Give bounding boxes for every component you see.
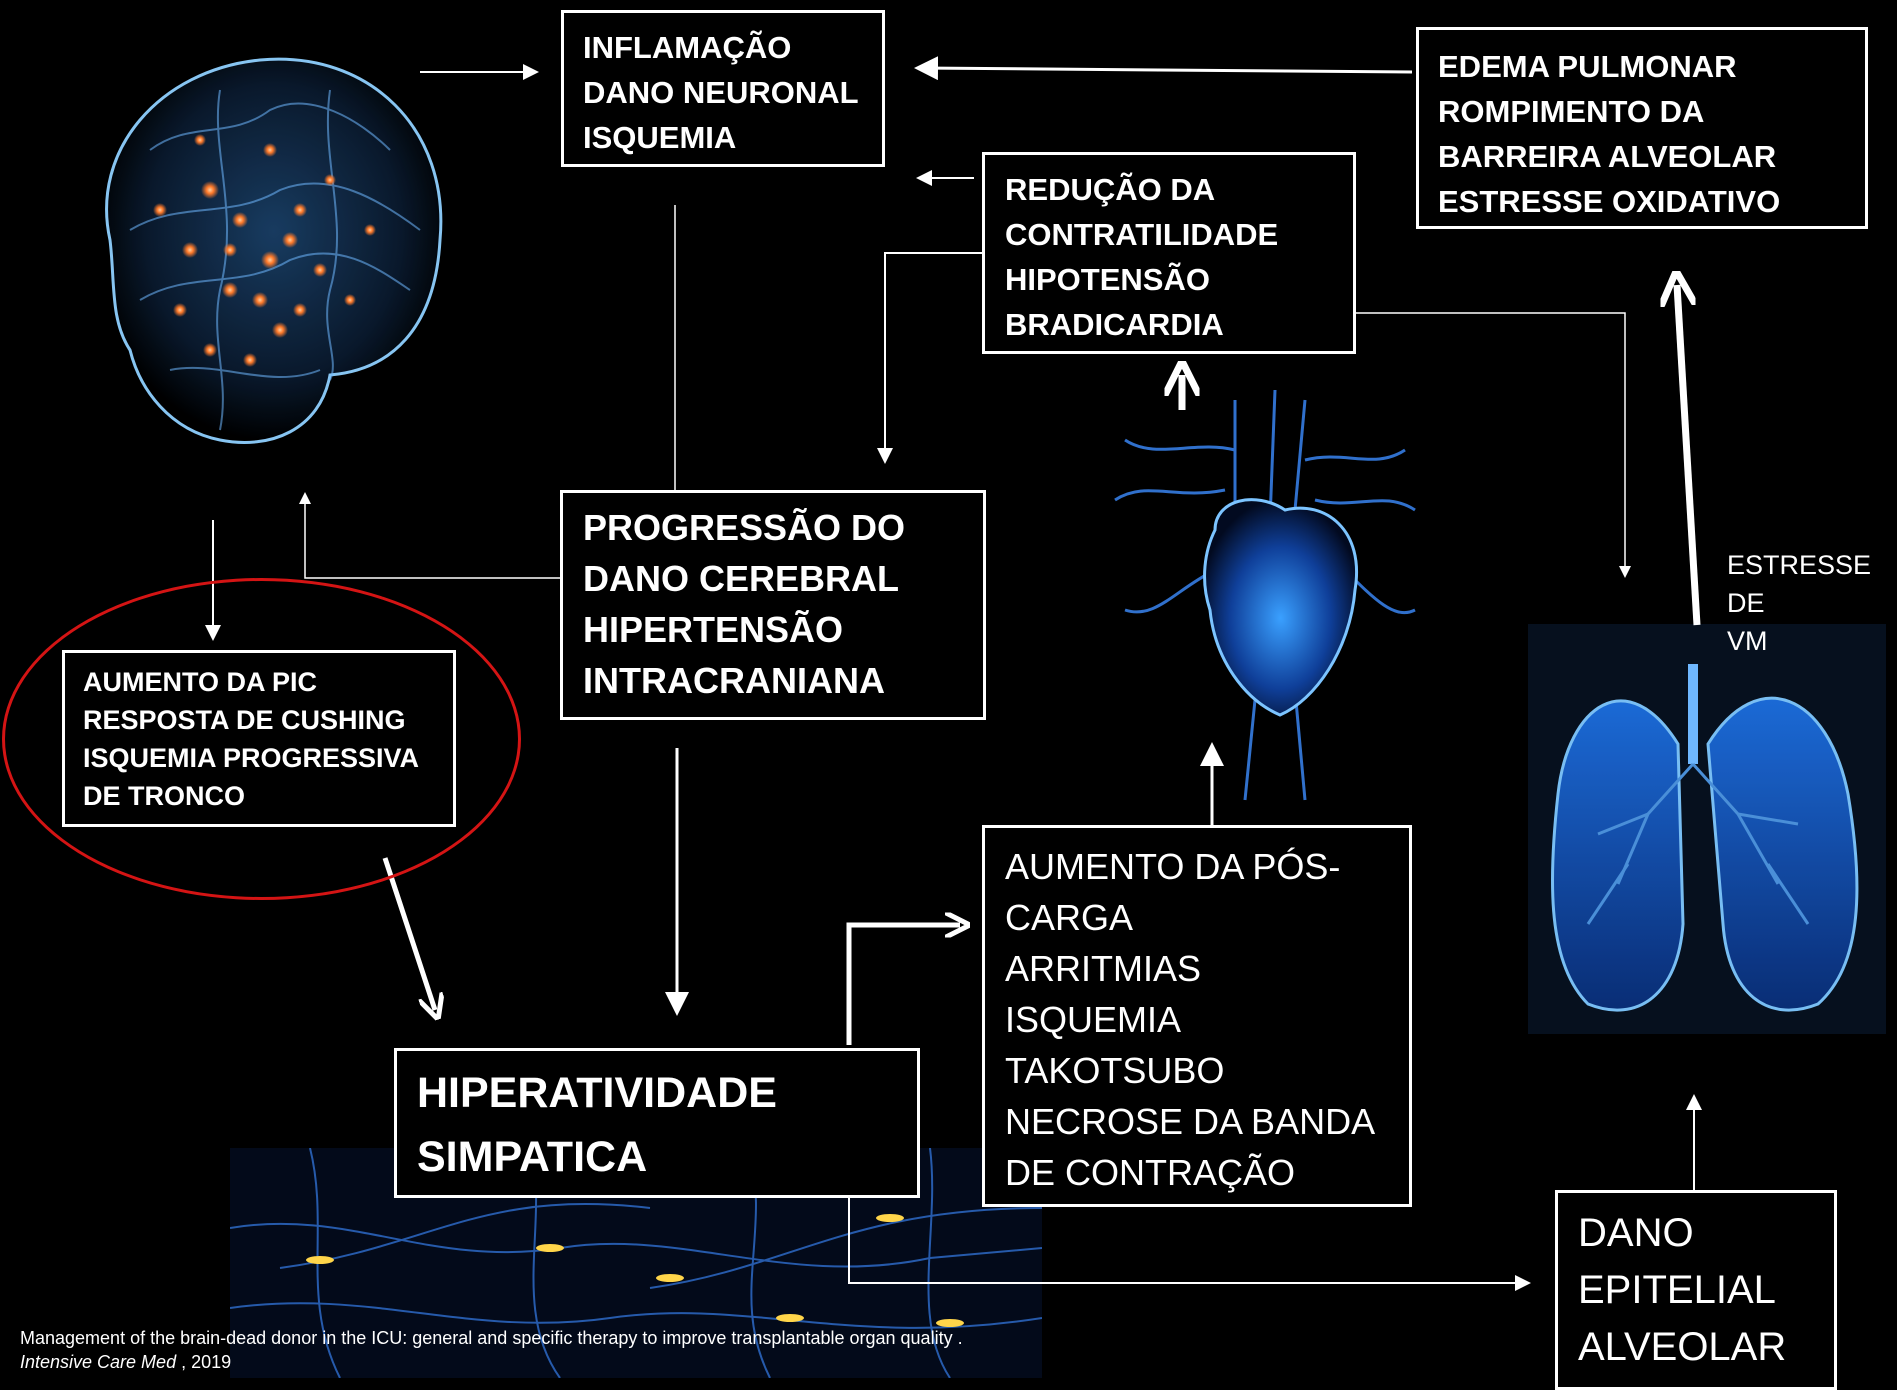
- box-line: ESTRESSE OXIDATIVO: [1438, 179, 1865, 224]
- box-line: ALVEOLAR: [1578, 1319, 1834, 1376]
- box-line: BARREIRA ALVEOLAR: [1438, 134, 1865, 179]
- box-line: REDUÇÃO DA: [1005, 167, 1353, 212]
- box-aumento-pos: AUMENTO DA PÓS- CARGA ARRITMIAS ISQUEMIA…: [982, 825, 1412, 1207]
- box-line: BRADICARDIA: [1005, 302, 1353, 347]
- box-line: ISQUEMIA: [583, 115, 882, 160]
- box-line: PROGRESSÃO DO: [583, 502, 983, 553]
- box-line: INFLAMAÇÃO: [583, 25, 882, 70]
- citation-year: , 2019: [176, 1352, 231, 1372]
- box-reducao: REDUÇÃO DA CONTRATILIDADE HIPOTENSÃO BRA…: [982, 152, 1356, 354]
- box-hiperatividade: HIPERATIVIDADE SIMPATICA: [394, 1048, 920, 1198]
- box-edema: EDEMA PULMONAR ROMPIMENTO DA BARREIRA AL…: [1416, 27, 1868, 229]
- box-line: DE CONTRAÇÃO: [1005, 1147, 1409, 1198]
- box-line: CONTRATILIDADE: [1005, 212, 1353, 257]
- citation-title: Management of the brain-dead donor in th…: [20, 1326, 963, 1350]
- box-line: AUMENTO DA PIC: [83, 663, 453, 701]
- label-line: ESTRESSE DE: [1727, 546, 1897, 622]
- box-progressao: PROGRESSÃO DO DANO CEREBRAL HIPERTENSÃO …: [560, 490, 986, 720]
- box-line: HIPERTENSÃO: [583, 604, 983, 655]
- box-line: EPITELIAL: [1578, 1262, 1834, 1319]
- arrow-hiperatividade-to-aumento: [849, 925, 960, 1045]
- box-aumento-pic: AUMENTO DA PIC RESPOSTA DE CUSHING ISQUE…: [62, 650, 456, 827]
- citation-journal: Intensive Care Med: [20, 1352, 176, 1372]
- box-line: NECROSE DA BANDA: [1005, 1096, 1409, 1147]
- box-line: TAKOTSUBO: [1005, 1045, 1409, 1096]
- label-estresse-vm: ESTRESSE DE VM: [1727, 546, 1897, 660]
- box-line: AUMENTO DA PÓS-: [1005, 841, 1409, 892]
- citation-caption: Management of the brain-dead donor in th…: [20, 1326, 963, 1374]
- arrow-edema-to-inflamacao: [920, 68, 1412, 72]
- box-line: CARGA: [1005, 892, 1409, 943]
- box-line: EDEMA PULMONAR: [1438, 44, 1865, 89]
- citation-source: Intensive Care Med , 2019: [20, 1350, 963, 1374]
- box-line: RESPOSTA DE CUSHING: [83, 701, 453, 739]
- arrow-progressao-to-brain: [305, 495, 560, 578]
- box-line: DANO: [1578, 1205, 1834, 1262]
- arrow-lungs-to-edema: [1677, 285, 1697, 625]
- box-line: SIMPATICA: [417, 1125, 917, 1189]
- box-line: DANO CEREBRAL: [583, 553, 983, 604]
- arrow-reducao-to-progressao: [885, 253, 982, 460]
- arrow-pic-to-hiperatividade: [385, 858, 435, 1010]
- box-line: HIPERATIVIDADE: [417, 1061, 917, 1125]
- label-line: VM: [1727, 622, 1897, 660]
- box-line: DE TRONCO: [83, 777, 453, 815]
- box-line: DANO NEURONAL: [583, 70, 882, 115]
- box-line: INTRACRANIANA: [583, 655, 983, 706]
- box-line: ISQUEMIA: [1005, 994, 1409, 1045]
- box-line: HIPOTENSÃO: [1005, 257, 1353, 302]
- box-inflamacao: INFLAMAÇÃO DANO NEURONAL ISQUEMIA: [561, 10, 885, 167]
- box-line: ROMPIMENTO DA: [1438, 89, 1865, 134]
- box-dano-epitelial: DANO EPITELIAL ALVEOLAR: [1555, 1190, 1837, 1390]
- box-line: ARRITMIAS: [1005, 943, 1409, 994]
- box-line: ISQUEMIA PROGRESSIVA: [83, 739, 453, 777]
